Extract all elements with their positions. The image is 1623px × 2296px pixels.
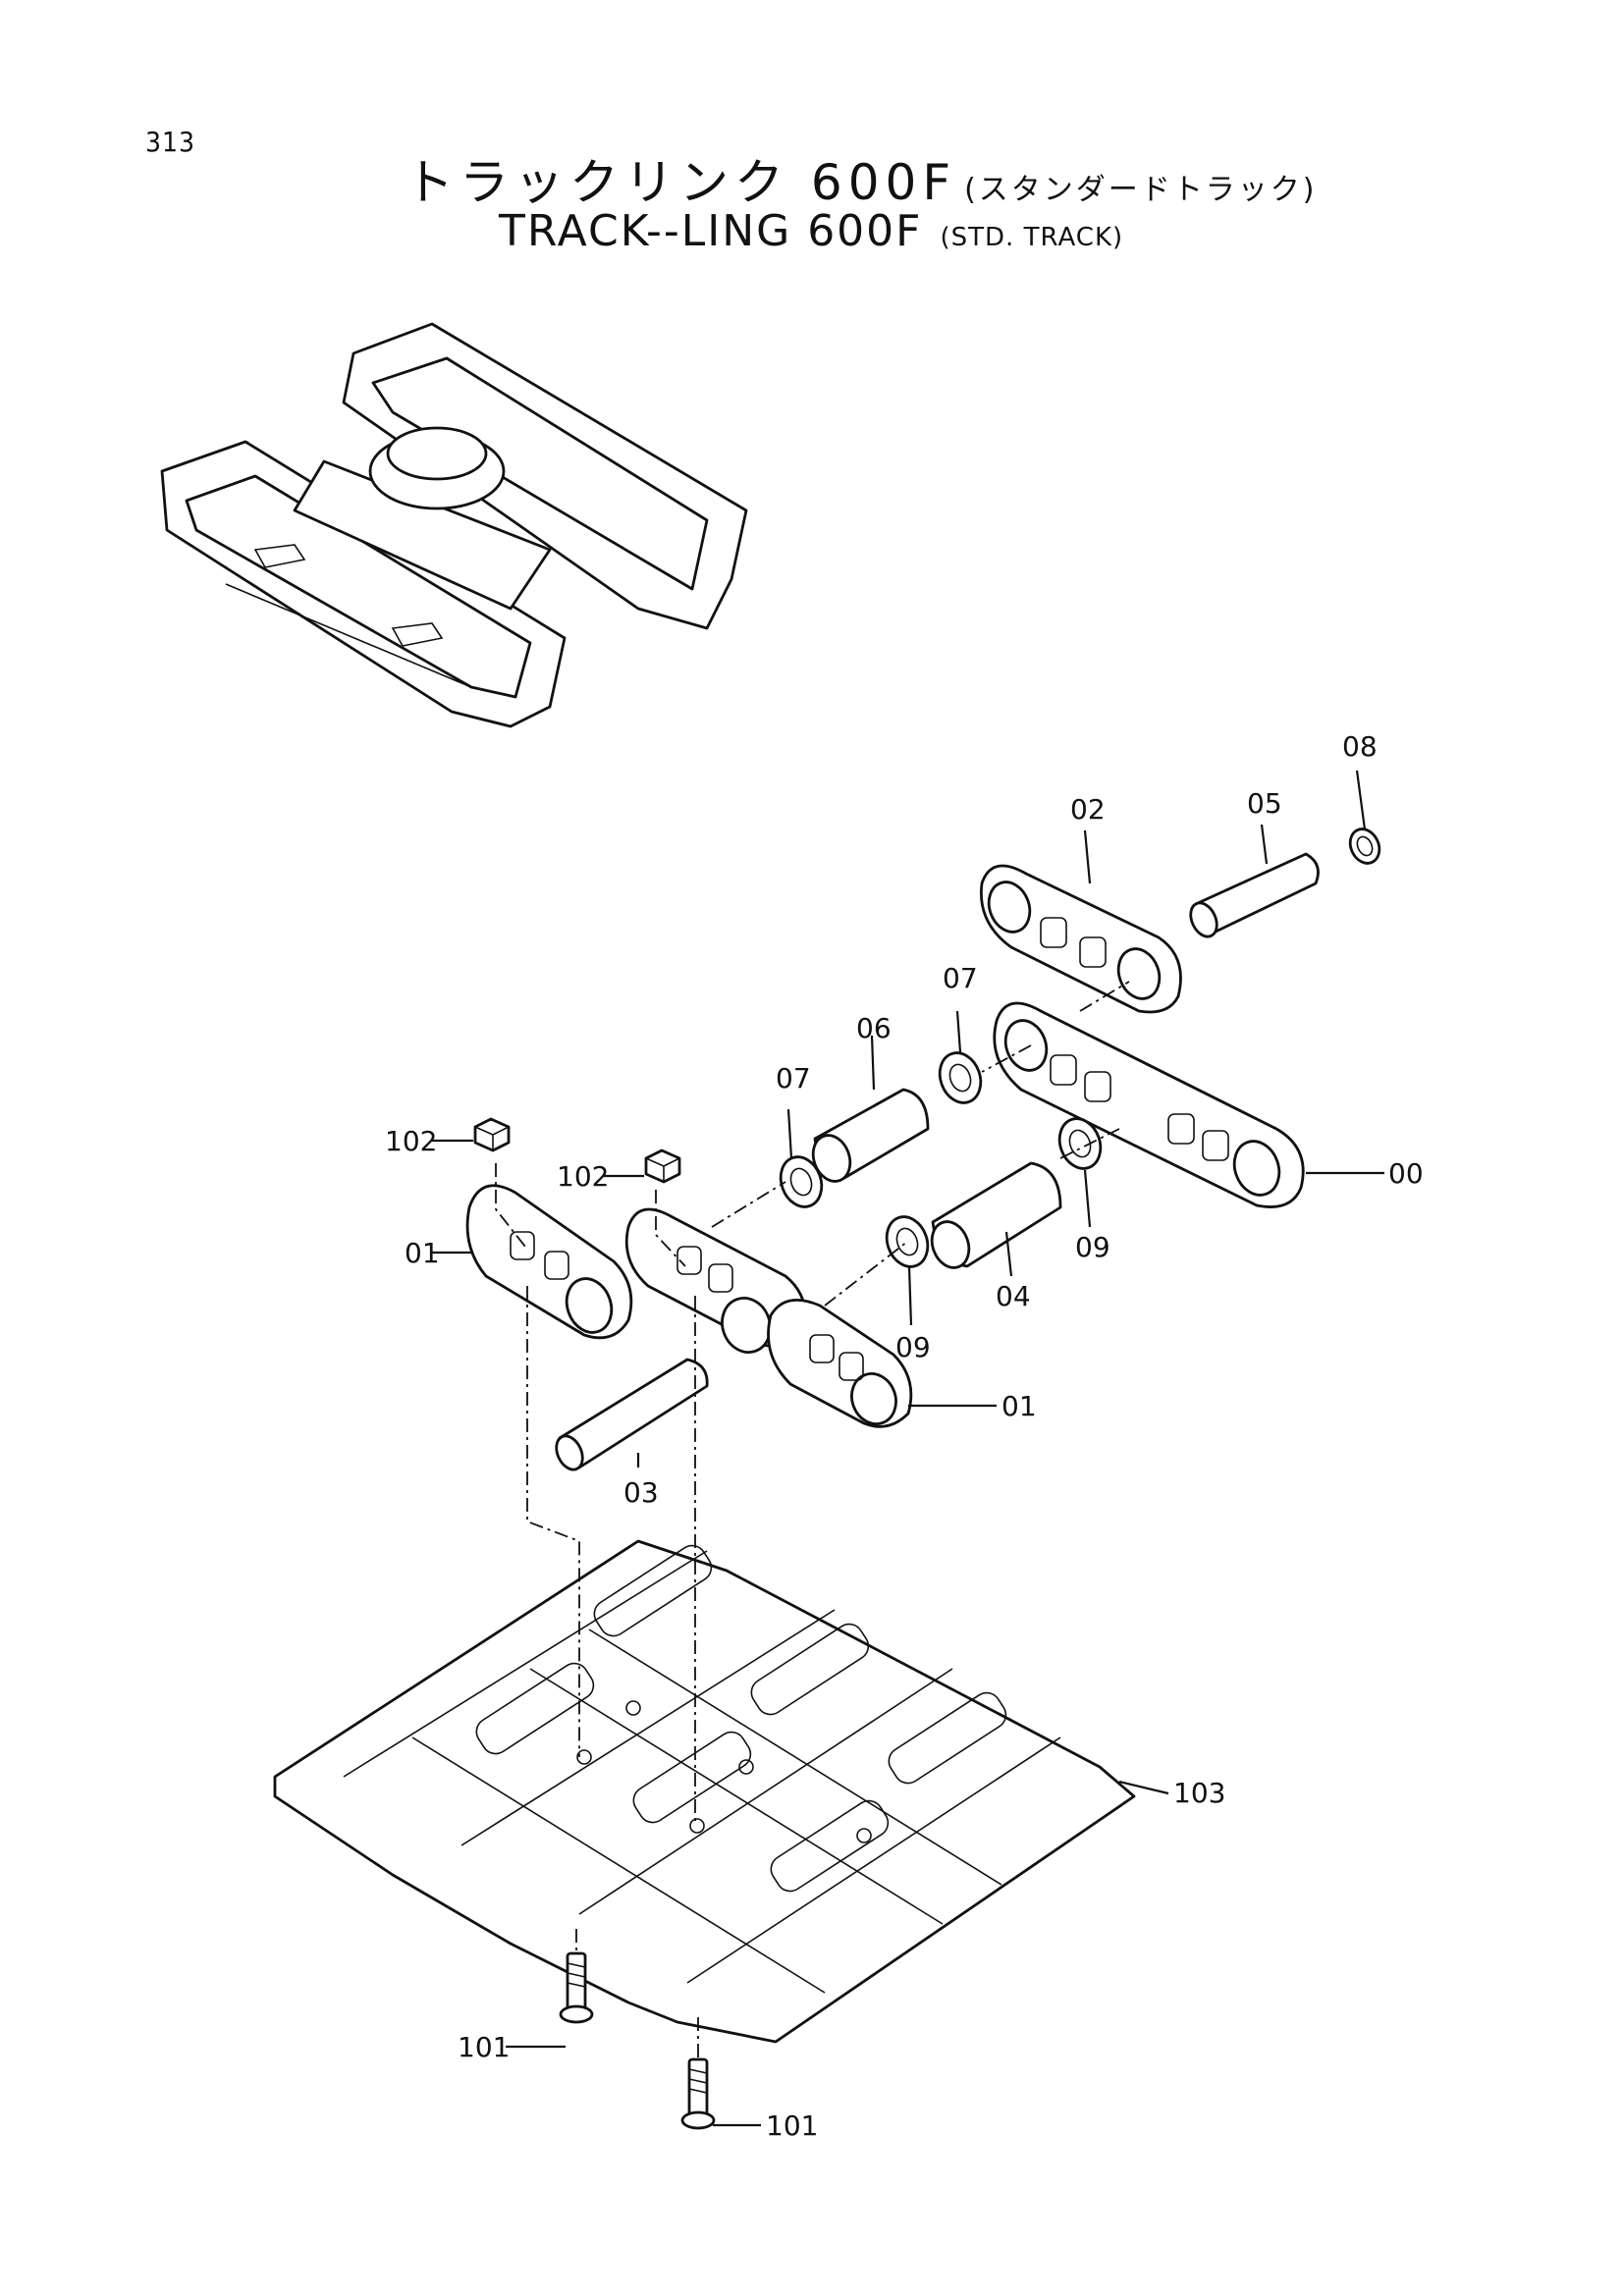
callout-02: 02 xyxy=(1070,793,1106,826)
bushing-04-part xyxy=(930,1161,1062,1269)
callout-09-lower: 09 xyxy=(895,1331,931,1363)
title-japanese: トラックリンク 600F(スタンダードトラック) xyxy=(405,143,1318,214)
seal-07-upper-part xyxy=(938,1051,983,1104)
title-english-main: TRACK--LING 600F xyxy=(499,206,923,256)
title-japanese-sub: (スタンダードトラック) xyxy=(964,173,1318,207)
callout-06: 06 xyxy=(856,1012,892,1044)
alignment-line-seal-09-upper xyxy=(1059,1128,1120,1159)
callout-04: 04 xyxy=(996,1280,1031,1312)
bolt-101-left-part xyxy=(559,1951,594,2024)
nut-102-right-part xyxy=(644,1148,681,1184)
alignment-line-seal-07 xyxy=(711,1181,786,1228)
callout-101-right: 101 xyxy=(766,2109,818,2142)
dust-seal-09-upper-part xyxy=(1057,1117,1103,1170)
bushing-06-part xyxy=(811,1088,930,1183)
alignment-line-link-02 xyxy=(1079,981,1130,1012)
seal-07-lower-part xyxy=(779,1155,824,1208)
callout-01-right: 01 xyxy=(1001,1390,1037,1422)
callout-01-left: 01 xyxy=(405,1237,440,1269)
alignment-line-102-right xyxy=(655,1190,686,1267)
callout-leader-lines xyxy=(432,770,1384,2127)
bolt-101-right-part xyxy=(680,2057,716,2130)
callout-00: 00 xyxy=(1388,1157,1424,1190)
alignment-line-seal-09 xyxy=(824,1241,908,1307)
undercarriage-overview-illustration xyxy=(160,322,748,728)
nut-102-left-part xyxy=(473,1117,511,1152)
callout-07-lower: 07 xyxy=(776,1062,811,1095)
callout-07-upper: 07 xyxy=(943,962,978,994)
pin-03-part xyxy=(555,1358,709,1471)
alignment-line-bolt-left xyxy=(526,1286,580,1757)
track-shoe-103-part xyxy=(273,1539,1136,2044)
dust-seal-09-lower-part xyxy=(885,1215,930,1268)
track-link-01-right-part xyxy=(624,1207,913,1428)
page-number: 313 xyxy=(145,126,196,158)
callout-102-right: 102 xyxy=(557,1160,609,1193)
alignment-line-link-00 xyxy=(981,1044,1032,1073)
retaining-ring-08-part xyxy=(1348,828,1381,865)
track-link-01-left-part xyxy=(465,1184,633,1340)
title-japanese-main: トラックリンク 600F xyxy=(405,154,957,211)
title-english-sub: (STD. TRACK) xyxy=(940,223,1124,252)
callout-103: 103 xyxy=(1173,1777,1225,1809)
callout-05: 05 xyxy=(1247,787,1282,820)
track-link-00-part xyxy=(993,1001,1305,1208)
callout-03: 03 xyxy=(623,1476,659,1509)
callout-09-upper: 09 xyxy=(1075,1231,1110,1263)
alignment-line-102-left xyxy=(495,1163,526,1248)
callout-102-left: 102 xyxy=(385,1125,437,1157)
callout-101-left: 101 xyxy=(458,2031,510,2063)
pin-05-part xyxy=(1189,852,1320,938)
track-link-02-part xyxy=(979,864,1182,1014)
callout-08: 08 xyxy=(1342,730,1378,763)
title-english: TRACK--LING 600F (STD. TRACK) xyxy=(499,206,1123,256)
